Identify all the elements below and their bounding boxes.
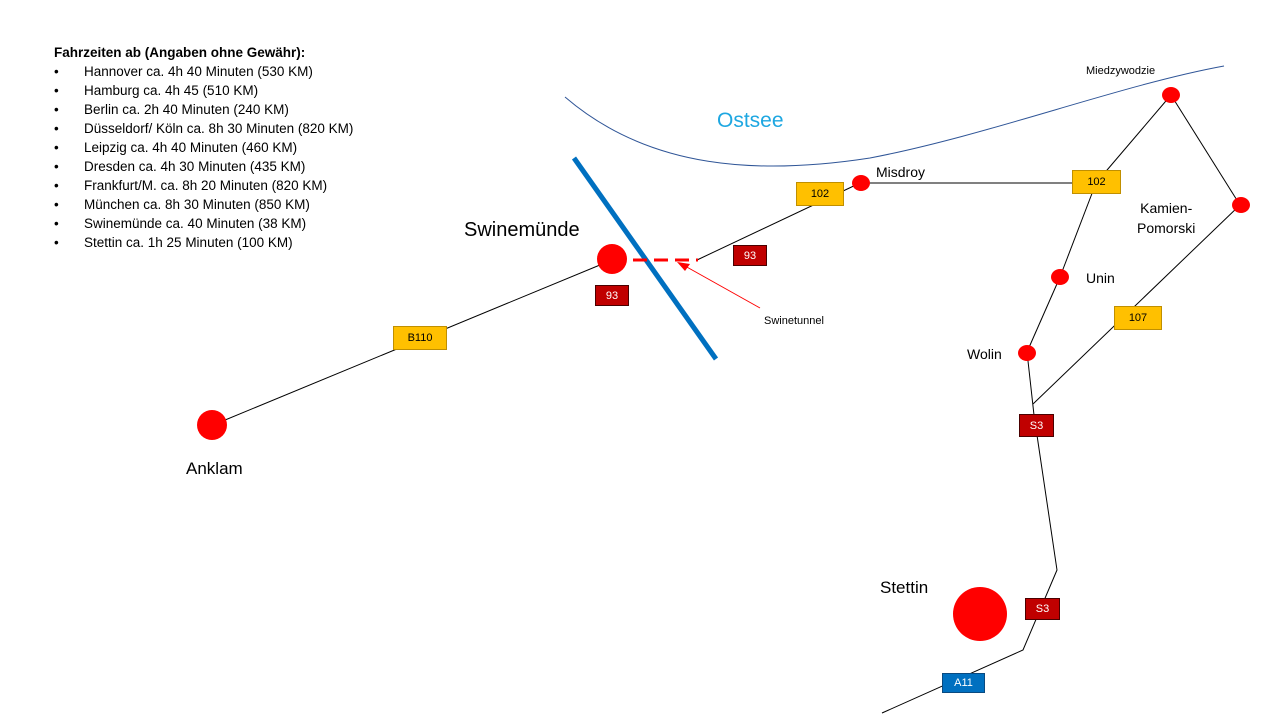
swinetunnel-pointer-arrowhead <box>677 262 690 271</box>
list-item-text: Leipzig ca. 4h 40 Minuten (460 KM) <box>84 140 298 155</box>
label-anklam: Anklam <box>186 459 243 478</box>
list-item: • Berlin ca. 2h 40 Minuten (240 KM) <box>54 100 353 119</box>
list-item-text: Swinemünde ca. 40 Minuten (38 KM) <box>84 216 307 231</box>
marker-stettin[interactable] <box>953 587 1007 641</box>
list-item: • Hamburg ca. 4h 45 (510 KM) <box>54 81 353 100</box>
list-item-text: Hannover ca. 4h 40 Minuten (530 KM) <box>84 64 313 79</box>
baltic-coastline <box>564 65 1225 167</box>
road-sign-102-right: 102 <box>1072 170 1121 194</box>
list-item: • München ca. 8h 30 Minuten (850 KM) <box>54 195 353 214</box>
list-item: • Düsseldorf/ Köln ca. 8h 30 Minuten (820… <box>54 119 353 138</box>
label-wolin: Wolin <box>967 346 1002 362</box>
bullet-icon: • <box>54 178 59 193</box>
list-item-text: Frankfurt/M. ca. 8h 20 Minuten (820 KM) <box>84 178 328 193</box>
label-unin: Unin <box>1086 270 1115 286</box>
label-ostsee: Ostsee <box>717 109 784 132</box>
label-miedzywodzie: Miedzywodzie <box>1086 65 1156 77</box>
marker-swinemuende[interactable] <box>597 244 627 274</box>
label-swinetunnel: Swinetunnel <box>764 315 824 327</box>
list-item: • Dresden ca. 4h 30 Minuten (435 KM) <box>54 157 353 176</box>
road-s3 <box>881 351 1058 714</box>
bullet-icon: • <box>54 121 59 136</box>
list-item-text: Berlin ca. 2h 40 Minuten (240 KM) <box>84 102 289 117</box>
marker-unin[interactable] <box>1051 269 1069 285</box>
travel-times-list: • Hannover ca. 4h 40 Minuten (530 KM) • Ha… <box>54 62 353 252</box>
road-102-miedzywodzie <box>1095 94 1172 184</box>
travel-times-title: Fahrzeiten ab (Angaben ohne Gewähr): <box>54 45 306 60</box>
label-misdroy: Misdroy <box>876 164 926 180</box>
marker-wolin[interactable] <box>1018 345 1036 361</box>
list-item-text: Dresden ca. 4h 30 Minuten (435 KM) <box>84 159 306 174</box>
label-stettin: Stettin <box>880 578 929 597</box>
marker-kamien[interactable] <box>1232 197 1250 213</box>
label-kamien-pomorski: Kamien- Pomorski <box>1137 198 1195 238</box>
marker-miedzywodzie[interactable] <box>1162 87 1180 103</box>
road-sign-a11: A11 <box>942 673 985 693</box>
list-item-text: Stettin ca. 1h 25 Minuten (100 KM) <box>84 235 293 250</box>
road-sign-93-left: 93 <box>595 285 629 306</box>
road-unin-wolin <box>1026 276 1061 353</box>
list-item: • Stettin ca. 1h 25 Minuten (100 KM) <box>54 233 353 252</box>
label-kamien-line2: Pomorski <box>1137 220 1196 236</box>
list-item: • Frankfurt/M. ca. 8h 20 Minuten (820 KM) <box>54 176 353 195</box>
road-sign-b110: B110 <box>393 326 447 350</box>
list-item: • Leipzig ca. 4h 40 Minuten (460 KM) <box>54 138 353 157</box>
bullet-icon: • <box>54 197 59 212</box>
bullet-icon: • <box>54 159 59 174</box>
swinetunnel-pointer-line <box>684 265 761 309</box>
label-swinemuende: Swinemünde <box>464 219 580 241</box>
bullet-icon: • <box>54 216 59 231</box>
marker-misdroy[interactable] <box>852 175 870 191</box>
road-sign-s3-upper: S3 <box>1019 414 1054 437</box>
list-item-text: Düsseldorf/ Köln ca. 8h 30 Minuten (820 … <box>84 121 354 136</box>
list-item: • Hannover ca. 4h 40 Minuten (530 KM) <box>54 62 353 81</box>
bullet-icon: • <box>54 235 59 250</box>
road-sign-102-left: 102 <box>796 182 844 206</box>
road-miedzywodzie-kamien <box>1170 94 1241 206</box>
bullet-icon: • <box>54 102 59 117</box>
road-sign-s3-lower: S3 <box>1025 598 1060 620</box>
bullet-icon: • <box>54 64 59 79</box>
label-kamien-line1: Kamien- <box>1140 200 1193 216</box>
road-102-unin <box>1059 182 1097 278</box>
marker-anklam[interactable] <box>197 410 227 440</box>
road-kamien-s3 <box>1032 204 1241 405</box>
bullet-icon: • <box>54 83 59 98</box>
road-sign-93-right: 93 <box>733 245 767 266</box>
list-item-text: Hamburg ca. 4h 45 (510 KM) <box>84 83 259 98</box>
city-markers <box>197 87 1250 641</box>
list-item-text: München ca. 8h 30 Minuten (850 KM) <box>84 197 310 212</box>
list-item: • Swinemünde ca. 40 Minuten (38 KM) <box>54 214 353 233</box>
road-sign-107: 107 <box>1114 306 1162 330</box>
bullet-icon: • <box>54 140 59 155</box>
travel-times-info: Fahrzeiten ab (Angaben ohne Gewähr): • Ha… <box>54 43 353 252</box>
road-network <box>212 94 1241 714</box>
